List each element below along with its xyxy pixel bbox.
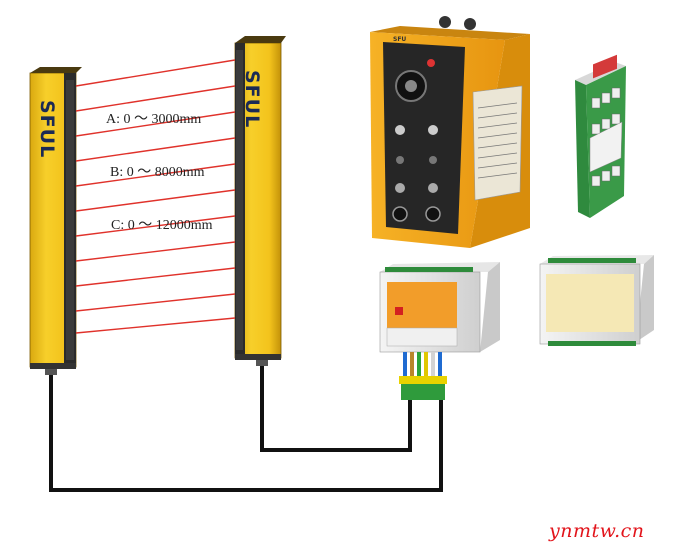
light-curtain-emitter	[29, 67, 82, 375]
controller-module-wired	[379, 262, 500, 400]
range-label-a: A: 0 ～ 3000mm	[106, 112, 202, 127]
brand-logo-right: SFUL	[241, 70, 263, 129]
light-beams	[75, 59, 236, 334]
watermark: ynmtw.cn	[549, 520, 645, 542]
range-label-b: B: 0 ～ 8000mm	[110, 165, 205, 180]
cable-right	[260, 362, 412, 452]
range-label-c: C: 0 ～ 12000mm	[111, 218, 213, 233]
orange-controller-box	[370, 16, 530, 248]
panel-brand: SFU	[393, 36, 407, 43]
cable-left	[49, 372, 443, 492]
light-curtain-receiver	[234, 36, 286, 366]
controller-module-right	[539, 255, 654, 346]
brand-logo-left: SFUL	[36, 100, 58, 159]
green-relay-module	[575, 54, 626, 218]
